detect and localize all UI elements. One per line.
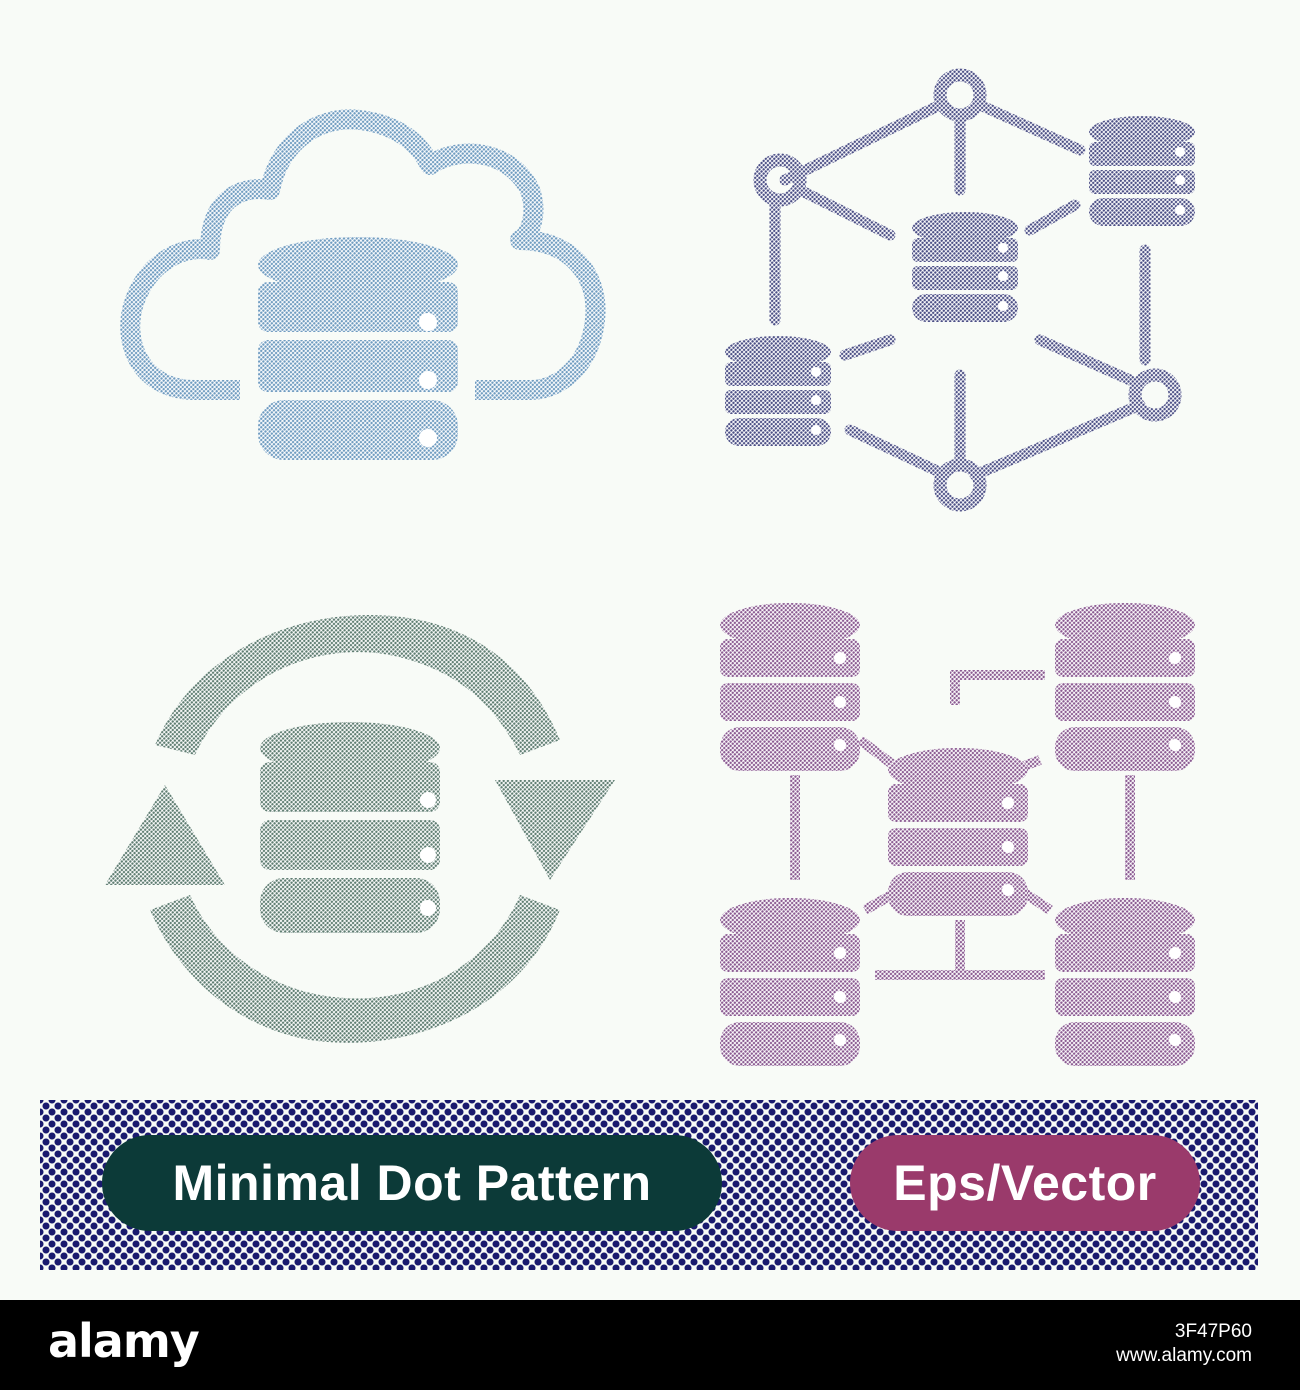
dot-pattern-banner: Minimal Dot Pattern Eps/Vector	[40, 1100, 1258, 1270]
database-cluster-icon	[720, 603, 1195, 1066]
sync-arrows	[105, 615, 615, 1043]
database-stack	[258, 237, 458, 460]
image-info: 3F47P60 www.alamy.com	[1116, 1320, 1252, 1368]
stock-footer: alamy 3F47P60 www.alamy.com	[0, 1300, 1300, 1390]
minimal-dot-pattern-label: Minimal Dot Pattern	[102, 1135, 722, 1231]
database-stack	[260, 722, 440, 933]
eps-vector-label: Eps/Vector	[850, 1135, 1200, 1231]
alamy-logo: alamy	[48, 1314, 200, 1368]
cloud-database-icon	[120, 109, 606, 460]
image-id: 3F47P60	[1174, 1321, 1252, 1342]
cloud-outline	[120, 109, 606, 400]
icon-sheet: Minimal Dot Pattern Eps/Vector	[40, 68, 1258, 1270]
database-sync-icon	[105, 615, 615, 1043]
database-network-icon	[725, 68, 1195, 512]
site-url: www.alamy.com	[1116, 1345, 1252, 1366]
